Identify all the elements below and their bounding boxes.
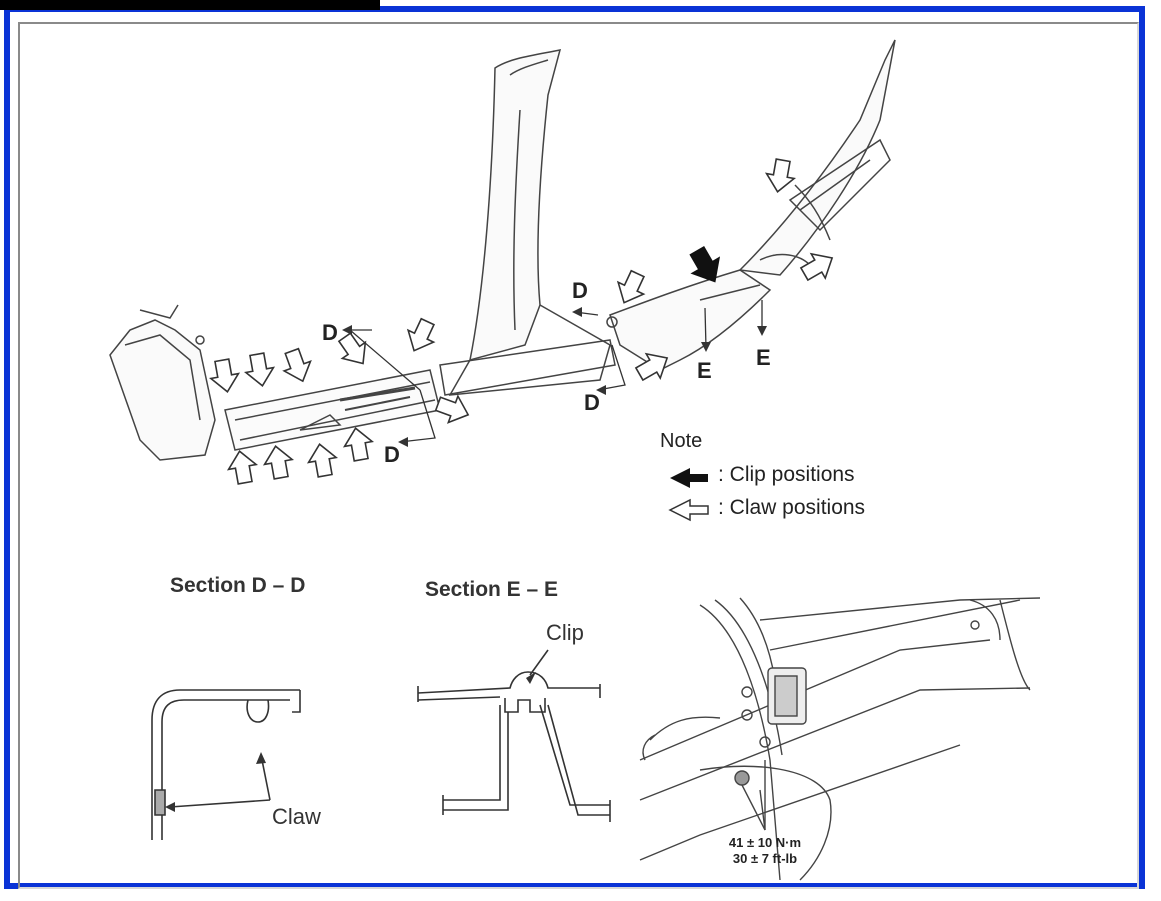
callout-d-lower-right: D (584, 390, 600, 415)
seat-belt-anchor-drawing (639, 597, 1041, 881)
section-d-d-drawing (151, 689, 301, 840)
torque-imperial: 30 ± 7 ft-lb (732, 851, 798, 866)
callout-d-lower-left: D (384, 442, 400, 467)
hollow-arrow-icon (668, 498, 709, 522)
torque-spec: 41 ± 10 N·m 30 ± 7 ft-lb (700, 835, 830, 867)
section-d-d-title: Section D – D (170, 574, 306, 597)
section-e-e-title: Section E – E (425, 578, 559, 601)
callout-e-left: E (697, 358, 712, 383)
torque-metric: 41 ± 10 N·m (728, 835, 802, 850)
callout-e-right: E (756, 345, 771, 370)
section-e-e-drawing (417, 649, 611, 822)
solid-arrow-icon (670, 468, 708, 488)
claw-label: Claw (272, 804, 321, 829)
pillar-trim-assembly (109, 39, 896, 461)
figure-inner-border (18, 22, 1139, 889)
cropped-heading-strip (0, 0, 380, 10)
note-clip-positions: : Clip positions (718, 463, 855, 486)
note-title: Note (660, 430, 703, 452)
note-claw-positions: : Claw positions (718, 496, 866, 519)
callout-d-upper-left: D (322, 320, 338, 345)
clip-label: Clip (546, 620, 584, 645)
callout-d-upper-right: D (572, 278, 588, 303)
